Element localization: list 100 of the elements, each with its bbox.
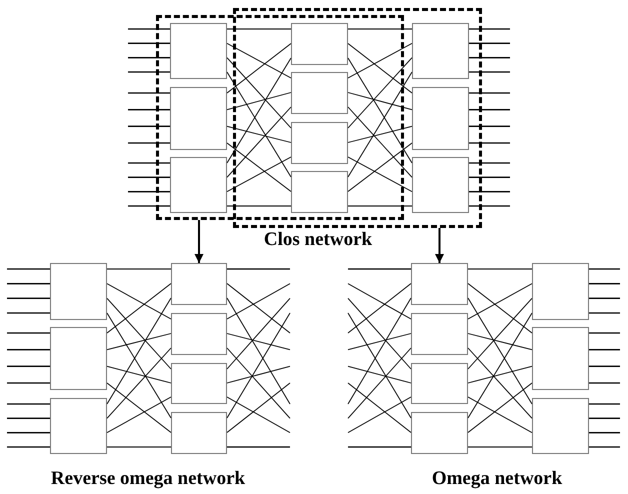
connection-line bbox=[468, 348, 532, 419]
connection-line bbox=[226, 72, 292, 178]
connection-line bbox=[226, 298, 290, 370]
connection-line bbox=[106, 312, 172, 418]
connection-line bbox=[589, 418, 620, 419]
connection-line bbox=[226, 28, 292, 30]
connection-line bbox=[468, 333, 532, 350]
connection-line bbox=[589, 283, 620, 284]
connection-line bbox=[469, 42, 510, 44]
connection-line bbox=[128, 71, 170, 73]
switch-box bbox=[532, 327, 589, 390]
switch-box bbox=[170, 87, 227, 150]
switch-box bbox=[412, 23, 469, 79]
connection-line bbox=[589, 403, 620, 405]
connection-line bbox=[468, 283, 532, 320]
connection-line bbox=[106, 298, 172, 370]
network-caption: Omega network bbox=[432, 468, 562, 490]
connection-line bbox=[226, 43, 292, 94]
connection-line bbox=[348, 42, 412, 78]
connection-line bbox=[7, 418, 50, 419]
connection-line bbox=[469, 28, 510, 30]
connection-line bbox=[7, 298, 50, 299]
connection-line bbox=[226, 57, 292, 128]
connection-line bbox=[226, 58, 292, 164]
connection-line bbox=[106, 366, 172, 384]
switch-box bbox=[291, 171, 348, 213]
connection-line bbox=[226, 366, 290, 384]
connection-line bbox=[469, 92, 510, 94]
connection-line bbox=[589, 382, 620, 384]
connection-line bbox=[469, 205, 510, 207]
connection-line bbox=[589, 298, 620, 299]
connection-line bbox=[348, 28, 412, 30]
connection-line bbox=[468, 298, 532, 370]
connection-line bbox=[7, 432, 50, 434]
connection-line bbox=[7, 382, 50, 384]
connection-line bbox=[469, 57, 510, 58]
network-caption: Reverse omega network bbox=[50, 468, 246, 490]
connection-line bbox=[226, 283, 290, 334]
switch-box bbox=[412, 87, 469, 150]
connection-line bbox=[469, 176, 510, 178]
switch-box bbox=[532, 263, 589, 320]
connection-line bbox=[226, 92, 292, 110]
connection-line bbox=[468, 312, 532, 418]
connection-line bbox=[226, 333, 290, 350]
connection-line bbox=[128, 191, 170, 192]
connection-line bbox=[226, 126, 292, 143]
connection-line bbox=[128, 162, 170, 164]
connection-line bbox=[226, 396, 290, 434]
switch-box bbox=[170, 157, 227, 213]
connection-line bbox=[468, 283, 532, 334]
connection-line bbox=[106, 348, 172, 419]
connection-line bbox=[106, 283, 172, 320]
connection-line bbox=[468, 382, 532, 433]
connection-line bbox=[128, 176, 170, 178]
connection-line bbox=[468, 446, 532, 448]
connection-line bbox=[589, 268, 620, 270]
connection-line bbox=[128, 28, 170, 30]
connection-line bbox=[348, 126, 412, 143]
connection-line bbox=[348, 142, 412, 192]
connection-line bbox=[589, 446, 620, 448]
connection-line bbox=[468, 396, 532, 434]
connection-line bbox=[469, 109, 510, 110]
connection-line bbox=[7, 332, 50, 334]
connection-line bbox=[106, 333, 172, 350]
connection-line bbox=[106, 283, 172, 334]
connection-line bbox=[227, 268, 290, 270]
switch-box bbox=[411, 313, 468, 355]
connection-line bbox=[348, 106, 412, 178]
connection-line bbox=[128, 42, 170, 44]
connection-line bbox=[128, 126, 170, 127]
switch-box bbox=[291, 122, 348, 164]
connection-line bbox=[348, 283, 412, 320]
connection-line bbox=[7, 349, 50, 350]
connection-line bbox=[468, 298, 532, 404]
switch-box bbox=[411, 263, 468, 305]
switch-box bbox=[50, 263, 107, 320]
connection-line bbox=[468, 268, 532, 270]
connection-line bbox=[106, 382, 172, 433]
connection-line bbox=[226, 298, 290, 404]
connection-line bbox=[469, 126, 510, 127]
connection-line bbox=[348, 283, 412, 334]
connection-line bbox=[227, 446, 290, 448]
connection-line bbox=[348, 348, 412, 419]
connection-line bbox=[226, 348, 290, 419]
connection-line bbox=[348, 58, 412, 164]
connection-line bbox=[589, 432, 620, 434]
switch-box bbox=[170, 23, 227, 79]
connection-line bbox=[7, 366, 50, 367]
connection-line bbox=[128, 92, 170, 94]
switch-box bbox=[171, 363, 227, 404]
switch-box bbox=[171, 263, 227, 305]
connection-line bbox=[348, 298, 412, 370]
connection-line bbox=[348, 268, 411, 270]
connection-line bbox=[348, 312, 412, 418]
arrow bbox=[194, 220, 204, 263]
connection-line bbox=[7, 268, 50, 270]
connection-line bbox=[106, 298, 172, 404]
connection-line bbox=[348, 43, 412, 94]
connection-line bbox=[226, 283, 290, 320]
switch-box bbox=[291, 72, 348, 114]
